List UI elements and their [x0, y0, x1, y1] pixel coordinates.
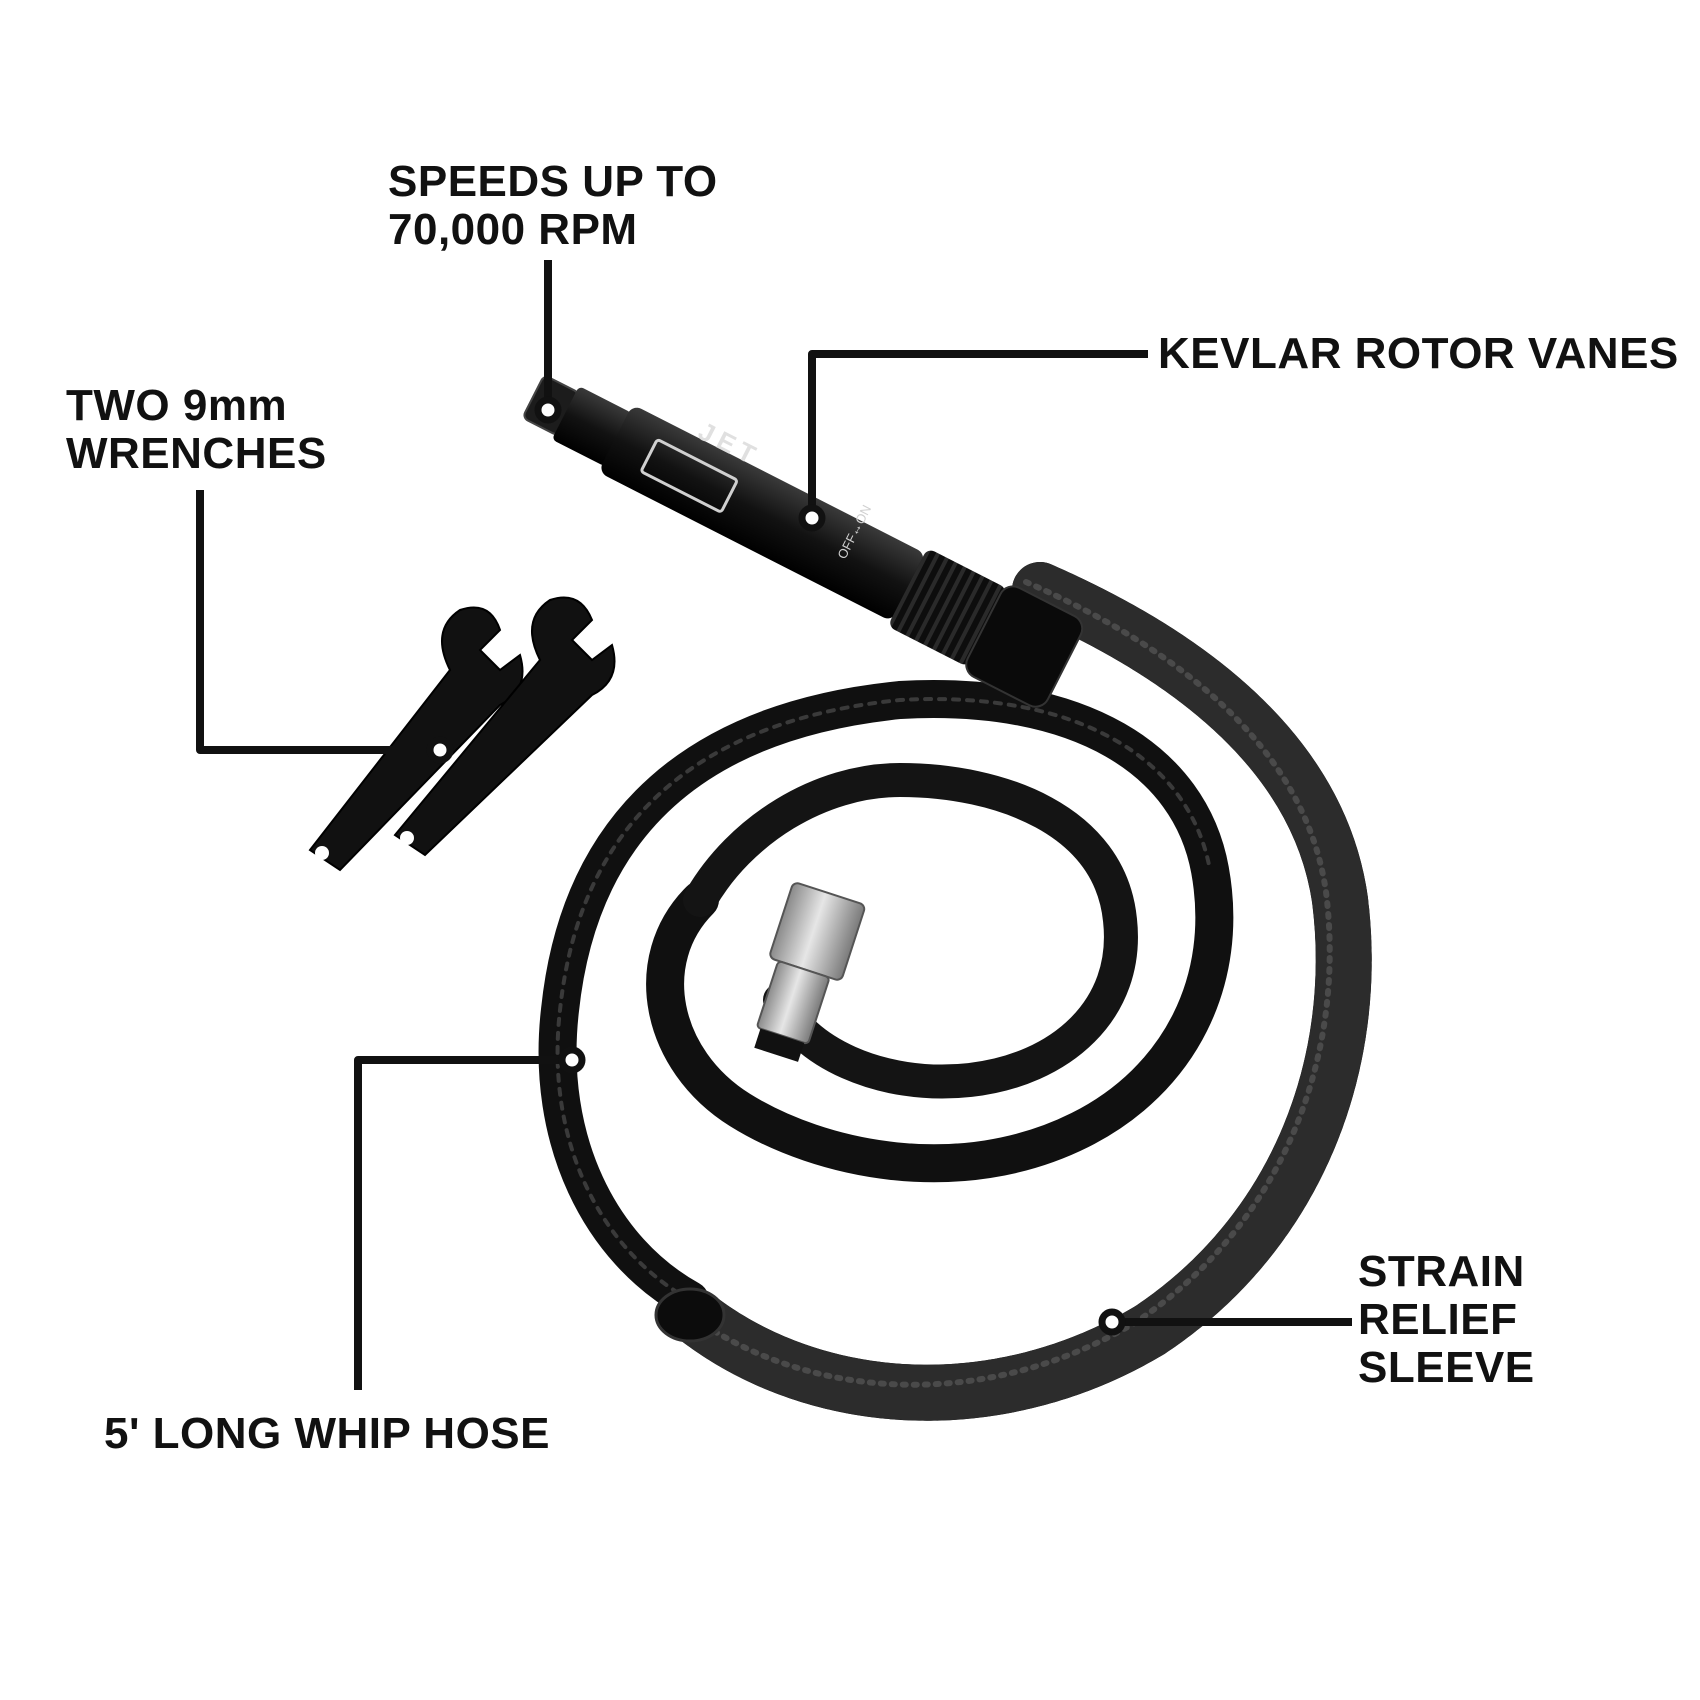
callout-wrenches: TWO 9mm WRENCHES	[66, 382, 327, 478]
callout-hose-line1: 5' LONG WHIP HOSE	[104, 1409, 550, 1458]
leader-kevlar	[808, 350, 1148, 518]
callout-strain-line3: SLEEVE	[1358, 1343, 1535, 1392]
dot-strain	[1098, 1308, 1126, 1336]
leader-wrenches	[196, 490, 440, 754]
callout-speed-line2: 70,000 RPM	[388, 205, 638, 254]
callout-strain: STRAIN RELIEF SLEEVE	[1358, 1248, 1535, 1392]
whip-hose	[538, 680, 1234, 1319]
wrench-2	[393, 596, 616, 857]
callout-speed: SPEEDS UP TO 70,000 RPM	[388, 158, 718, 254]
dot-wrenches	[426, 736, 454, 764]
hose-braid-highlight	[555, 697, 1212, 1302]
callout-speed-line1: SPEEDS UP TO	[388, 157, 718, 206]
die-grinder-body	[523, 376, 1084, 708]
dot-kevlar	[798, 504, 826, 532]
sleeve-end-collar	[654, 1287, 726, 1343]
hose-inner-loop	[683, 762, 1138, 1099]
leader-hose	[354, 1056, 572, 1390]
leader-dots	[426, 396, 1126, 1336]
callout-kevlar-line1: KEVLAR ROTOR VANES	[1158, 329, 1679, 378]
callout-strain-line1: STRAIN	[1358, 1247, 1525, 1296]
air-fitting	[754, 882, 866, 1062]
callout-wrenches-line1: TWO 9mm	[66, 381, 288, 430]
dot-speed	[534, 396, 562, 424]
callout-wrenches-line2: WRENCHES	[66, 429, 327, 478]
callout-hose: 5' LONG WHIP HOSE	[104, 1410, 550, 1458]
callout-strain-line2: RELIEF	[1358, 1295, 1518, 1344]
strain-relief-sleeve	[672, 562, 1372, 1421]
callout-kevlar: KEVLAR ROTOR VANES	[1158, 330, 1679, 378]
dot-hose	[558, 1046, 586, 1074]
leader-lines	[196, 260, 1352, 1390]
